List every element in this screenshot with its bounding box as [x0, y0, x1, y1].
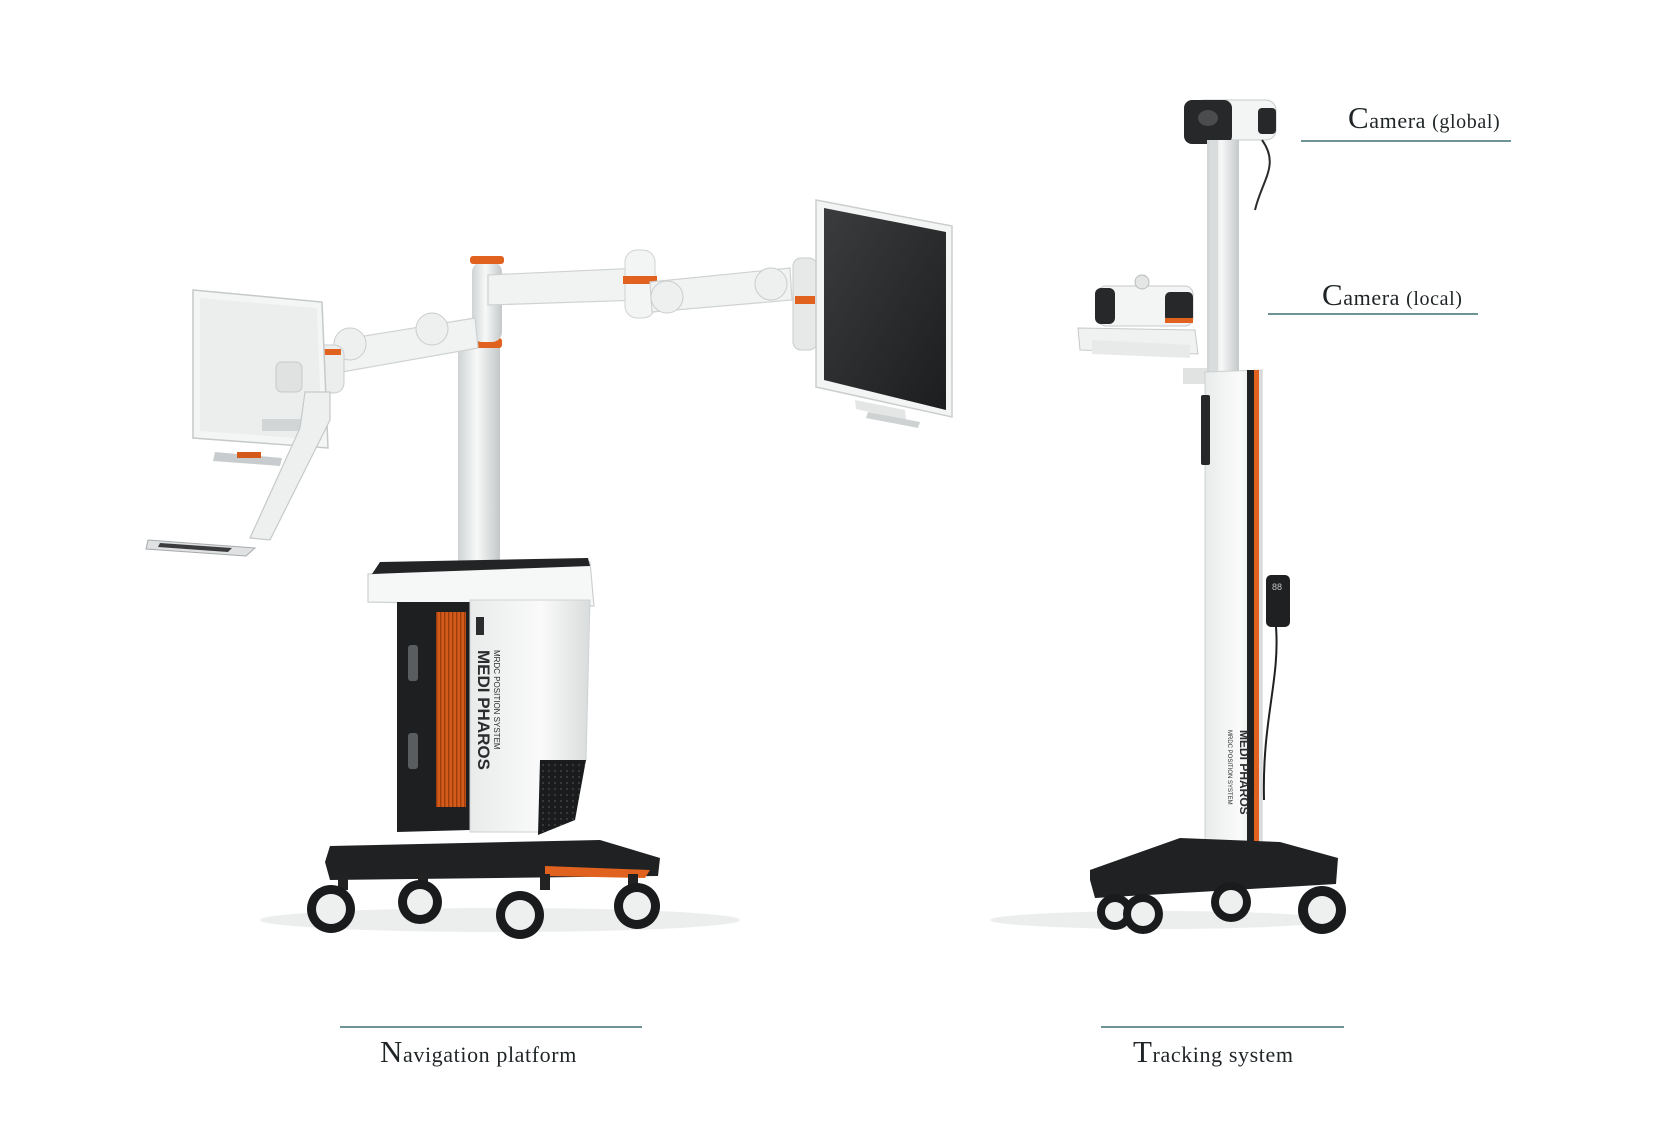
- camera-local-word: amera: [1343, 285, 1401, 310]
- navigation-platform-label: Navigation platform: [380, 1034, 577, 1070]
- svg-text:88: 88: [1272, 582, 1282, 592]
- navigation-platform-rule: [340, 1026, 642, 1028]
- camera-local-label: Camera (local): [1322, 277, 1463, 313]
- nav-brand-text: MEDI PHAROS: [474, 650, 493, 770]
- tracking-system-initial: T: [1133, 1034, 1153, 1069]
- camera-global-paren: (global): [1432, 111, 1501, 133]
- remote-pendant: [1266, 575, 1290, 627]
- camera-global-label: Camera (global): [1348, 100, 1500, 136]
- tracking-system-device: 88 MEDI PHAROS MRDC POSITION SYSTEM: [990, 99, 1346, 934]
- nav-product-text: MRDC POSITION SYSTEM: [492, 650, 501, 750]
- navigation-platform-initial: N: [380, 1034, 403, 1069]
- tracking-system-rule: [1101, 1026, 1344, 1028]
- navigation-platform-rest: avigation platform: [403, 1042, 577, 1067]
- central-mast: [458, 345, 500, 567]
- navigation-platform-device: MEDI PHAROS MRDC POSITION SYSTEM: [145, 199, 953, 939]
- tracking-product-text: MRDC POSITION SYSTEM: [1226, 730, 1232, 805]
- camera-global-rule: [1301, 140, 1511, 142]
- camera-global-initial: C: [1348, 100, 1370, 135]
- tracking-wheels: [1097, 882, 1346, 934]
- tracking-system-rest: racking system: [1152, 1042, 1294, 1067]
- tracking-brand-text: MEDI PHAROS: [1237, 730, 1251, 815]
- camera-global-word: amera: [1369, 108, 1427, 133]
- camera-local-initial: C: [1322, 277, 1344, 312]
- camera-local-paren: (local): [1406, 288, 1463, 310]
- tracking-system-label: Tracking system: [1133, 1034, 1294, 1070]
- camera-local-rule: [1268, 313, 1478, 315]
- nav-wheels: [307, 874, 660, 939]
